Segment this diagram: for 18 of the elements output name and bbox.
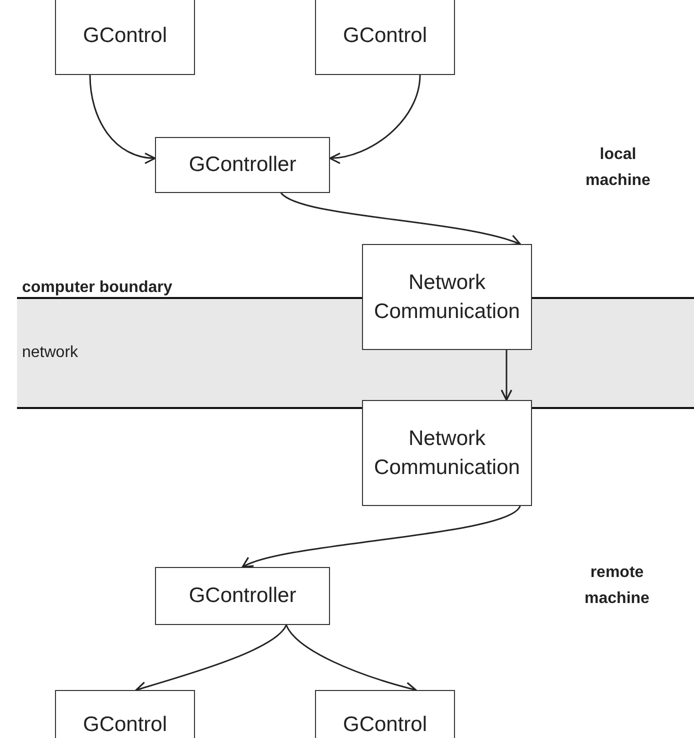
arrow [280,192,521,246]
arrow [242,505,521,568]
boundary-label: computer boundary [22,280,172,296]
region-label: network [22,345,78,361]
process-box: GControl [315,0,455,75]
arrow [89,74,156,164]
arrow [500,350,512,401]
process-box: Network Communication [362,400,532,506]
process-box: GControl [55,690,195,738]
process-box: GController [155,567,330,625]
process-box: GControl [315,690,455,738]
process-box: GControl [55,0,195,75]
region-label: remote machine [584,563,650,609]
process-box: GController [155,137,330,193]
region-label: local machine [584,145,652,191]
arrow [135,624,287,693]
process-box: Network Communication [362,244,532,350]
arrow [329,74,421,164]
